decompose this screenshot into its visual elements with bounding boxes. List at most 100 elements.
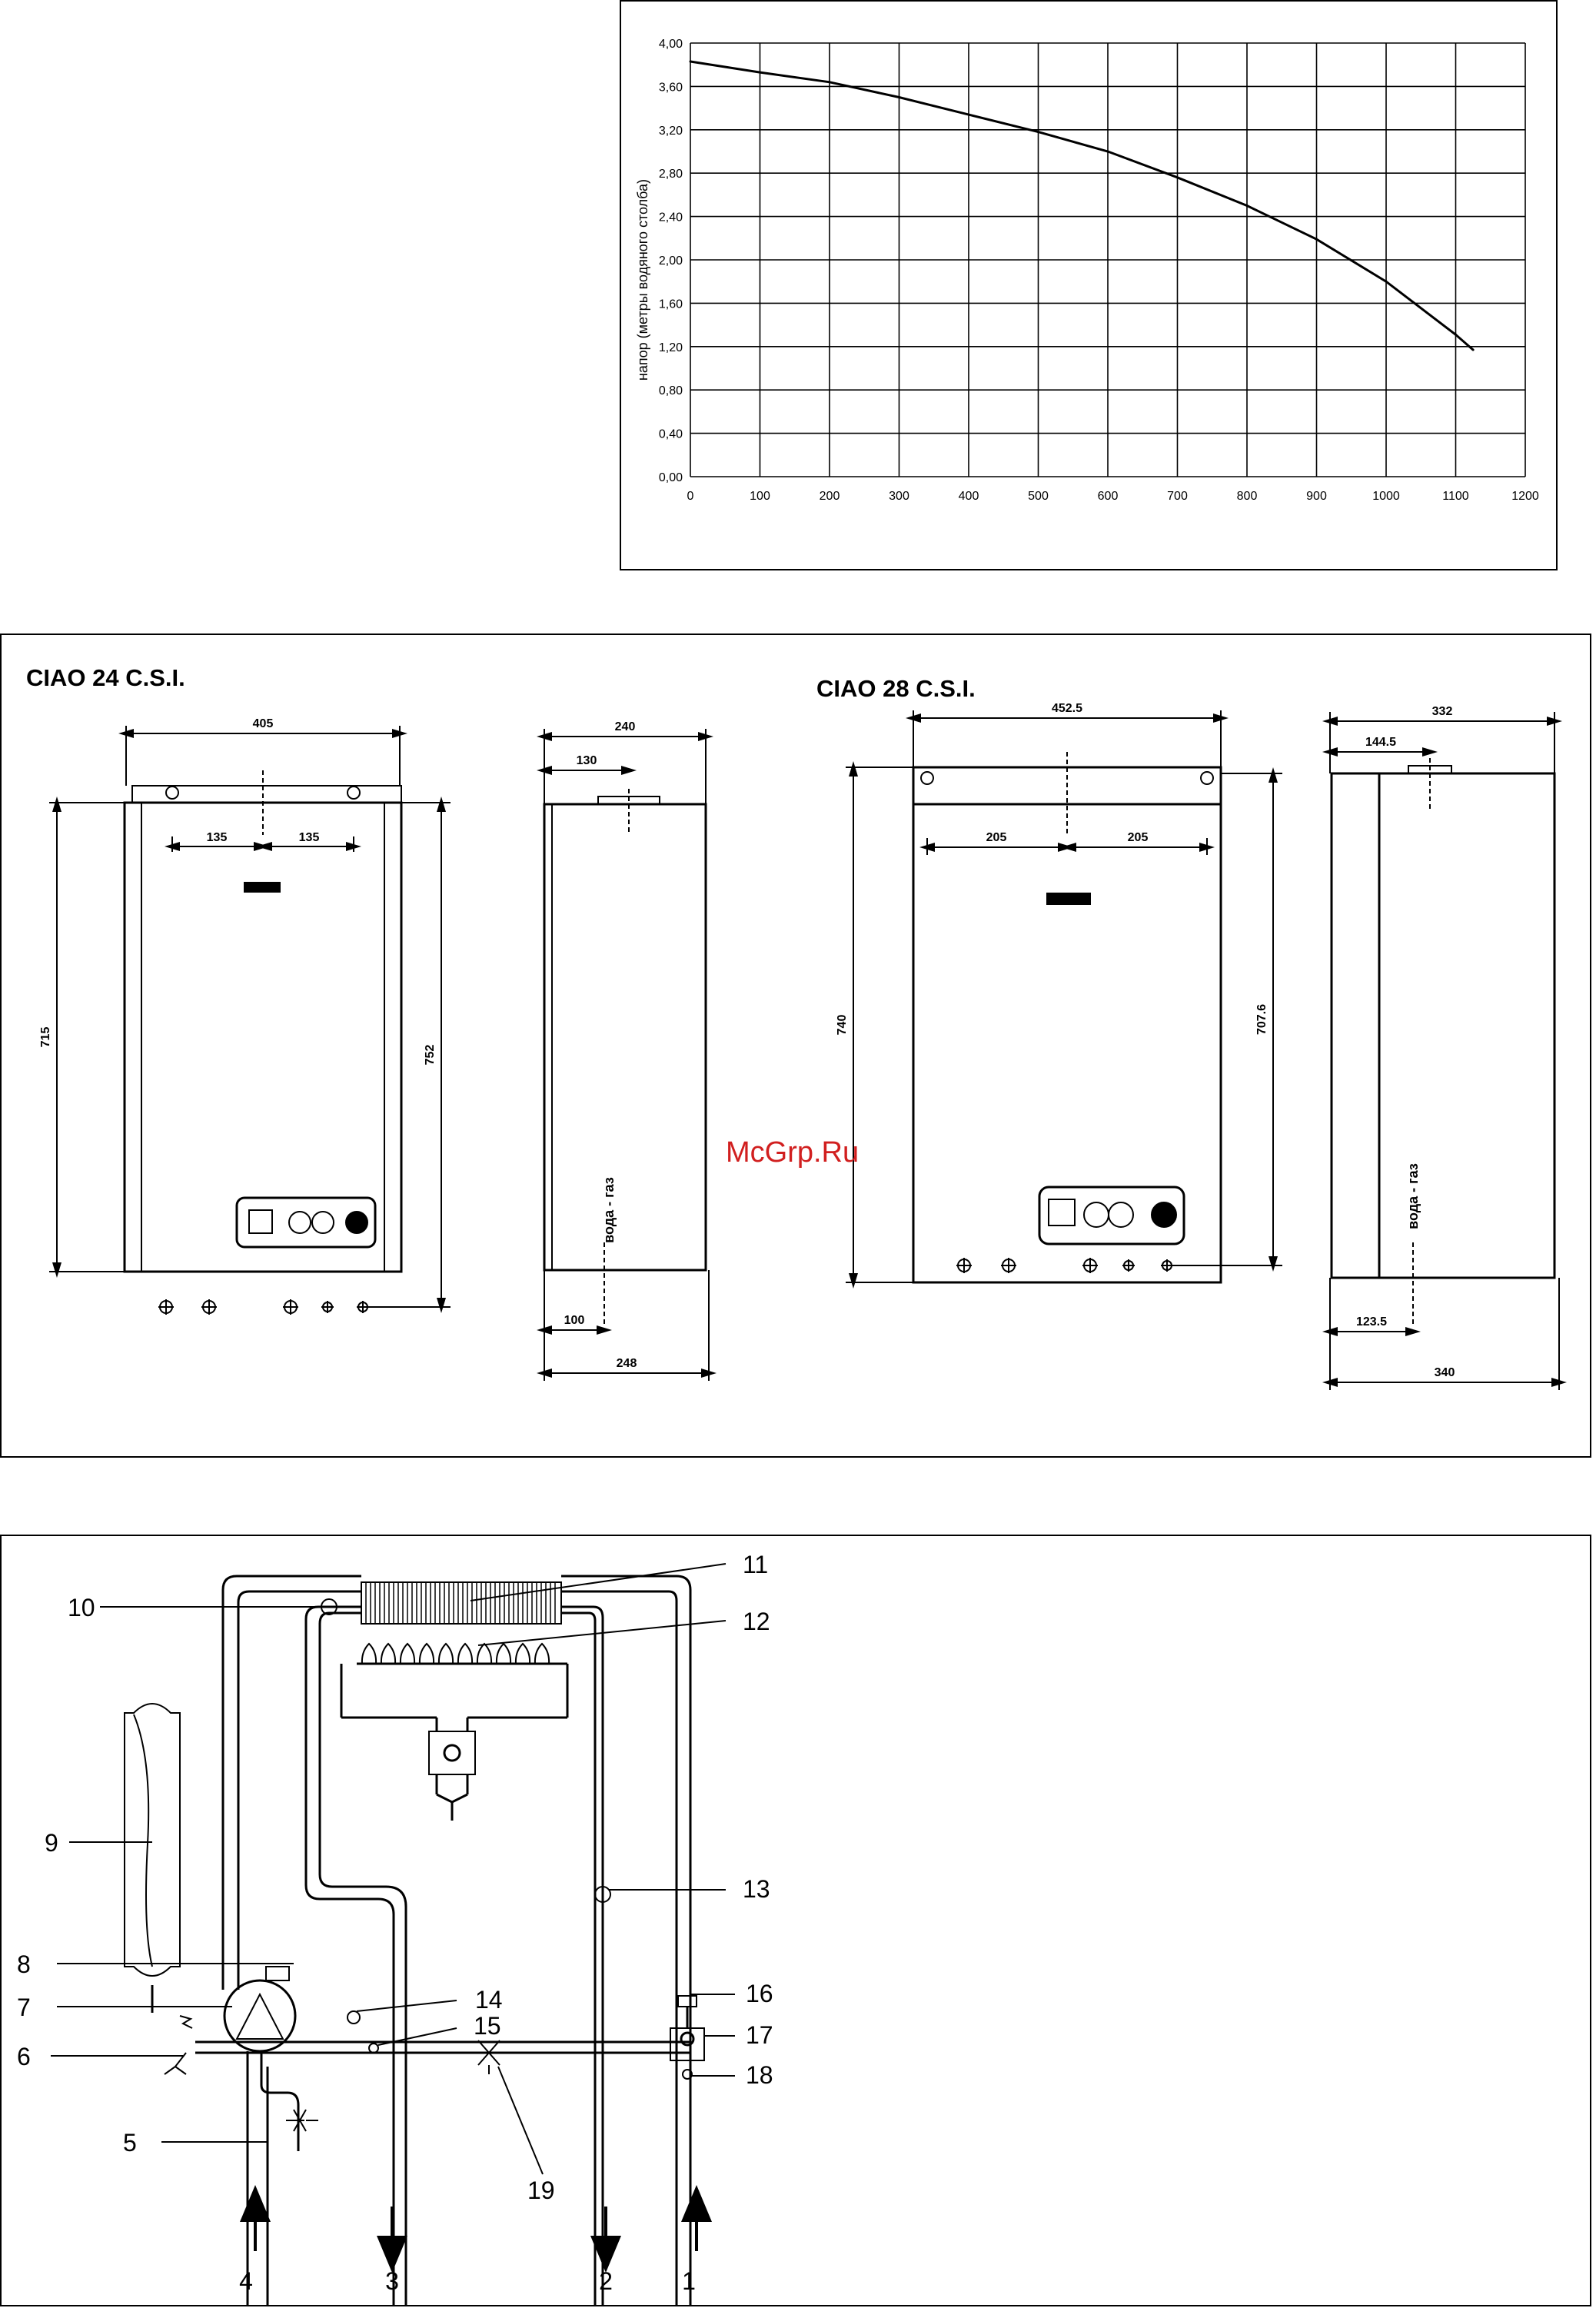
label-2: 2 [599,2267,613,2295]
chart-y-tick-label: 2,40 [659,211,683,224]
label-19: 19 [527,2177,555,2204]
chart-point [967,113,970,116]
chart-points [689,60,1475,351]
ciao28-half-right-label: 205 [1128,831,1149,844]
burner-flame-icon [418,1642,435,1664]
chart-y-tick-label: 1,60 [659,298,683,311]
ciao24-water-gas-label: вода - газ [601,1177,617,1243]
ciao28-height-right-label: 707.6 [1255,1004,1268,1035]
chart-x-tick-label: 900 [1306,490,1327,503]
chart-point [1471,348,1475,351]
hydraulic-schematic: 1 2 3 4 5 6 7 8 9 10 11 12 13 14 15 16 1… [17,1551,773,2305]
ciao28-width-label: 452.5 [1052,702,1082,715]
ciao24-depth-label: 240 [615,720,636,733]
chart-y-tick-label: 0,40 [659,428,683,441]
chart-point [1106,150,1109,153]
label-12: 12 [743,1608,770,1635]
schematic-pipes [124,1575,705,2305]
ciao28-offset-bottom-label: 123.5 [1356,1315,1387,1329]
ciao24-front-view [49,726,451,1315]
label-10: 10 [68,1594,95,1621]
burner-flame-icon [399,1642,416,1664]
chart-point [689,60,692,63]
chart-y-tick-label: 0,00 [659,471,683,484]
chart-y-tick-label: 1,20 [659,341,683,354]
ciao24-height-outer-label: 752 [424,1045,437,1066]
ciao28-depth-bottom-label: 340 [1435,1366,1455,1379]
chart-y-tick-label: 2,00 [659,254,683,268]
chart-x-tick-label: 300 [889,490,909,503]
chart-y-tick-label: 3,20 [659,125,683,138]
label-3: 3 [385,2267,399,2295]
watermark: McGrp.Ru [726,1136,860,1169]
chart-point [1037,131,1039,134]
chart-point [1455,333,1457,336]
schematic-leader-lines [51,1563,735,2175]
label-8: 8 [17,1950,31,1978]
chart-point [1385,280,1388,283]
burner-flame-icon [457,1642,474,1664]
chart-x-tick-label: 200 [820,490,840,503]
ciao24-height-inner-label: 715 [39,1027,52,1048]
label-4: 4 [239,2267,253,2295]
burner-flame-icon [361,1642,377,1664]
label-11: 11 [743,1551,768,1578]
ciao24-offset-top-label: 130 [577,754,597,767]
chart-x-tick-label: 800 [1237,490,1258,503]
chart-series-line [690,60,1475,351]
label-13: 13 [743,1875,770,1903]
chart-y-tick-label: 2,80 [659,168,683,181]
schematic-labels: 1 2 3 4 5 6 7 8 9 10 11 12 13 14 15 16 1… [17,1551,773,2295]
label-16: 16 [746,1980,773,2007]
chart-x-tick-label: 0 [687,490,694,503]
burner-flame-icon [534,1642,550,1664]
label-9: 9 [45,1829,58,1857]
burner-flame-icon [437,1642,454,1664]
chart-x-tick-label: 700 [1167,490,1188,503]
ciao24-half-left-label: 135 [207,831,228,844]
chart-point [1176,176,1179,179]
model-title-ciao28: CIAO 28 C.S.I. [816,675,976,702]
ciao24-side-view [537,729,717,1381]
label-18: 18 [746,2061,773,2089]
chart-point [1315,238,1318,241]
label-17: 17 [746,2021,773,2049]
ciao24-depth-bottom-label: 248 [617,1357,637,1370]
ciao28-connections [956,1258,1173,1273]
label-7: 7 [17,1994,31,2021]
label-15: 15 [474,2012,501,2040]
chart-y-tick-label: 0,80 [659,384,683,397]
label-14: 14 [475,1986,503,2014]
burner-flame-icon [495,1642,512,1664]
chart-x-tick-label: 500 [1028,490,1049,503]
dimensions-drawing: 405 135 135 715 752 240 130 100 248 вода… [39,702,1567,1390]
ciao28-front-view [846,710,1282,1289]
ciao24-width-label: 405 [253,717,274,730]
chart-grid [690,42,1526,477]
chart-point [759,71,761,74]
chart-x-tick-label: 1000 [1372,490,1400,503]
chart-x-tick-label: 400 [959,490,979,503]
burner-flame-icon [514,1642,531,1664]
ciao28-water-gas-label: вода - газ [1405,1163,1421,1229]
dimensions-panel: CIAO 24 C.S.I. CIAO 28 C.S.I. [0,634,1591,1458]
chart-x-tick-label: 600 [1098,490,1119,503]
chart-y-tick-label: 4,00 [659,38,683,51]
chart-x-tick-label: 100 [750,490,770,503]
hydraulic-schematic-panel: 1 2 3 4 5 6 7 8 9 10 11 12 13 14 15 16 1… [0,1535,1591,2306]
ciao24-offset-bottom-label: 100 [564,1314,585,1327]
burner-flames [361,1642,550,1664]
flow-arrows [240,2185,712,2273]
ciao28-height-left-label: 740 [836,1015,849,1036]
model-title-ciao24: CIAO 24 C.S.I. [26,664,185,691]
chart-y-axis-label: напор (метры водяного столба) [635,179,650,381]
ciao24-connections [158,1299,369,1315]
ciao28-depth-label: 332 [1432,705,1453,718]
chart-point [898,96,900,98]
ciao28-offset-top-label: 144.5 [1365,736,1396,749]
burner-flame-icon [476,1642,493,1664]
chart-point [828,81,831,84]
